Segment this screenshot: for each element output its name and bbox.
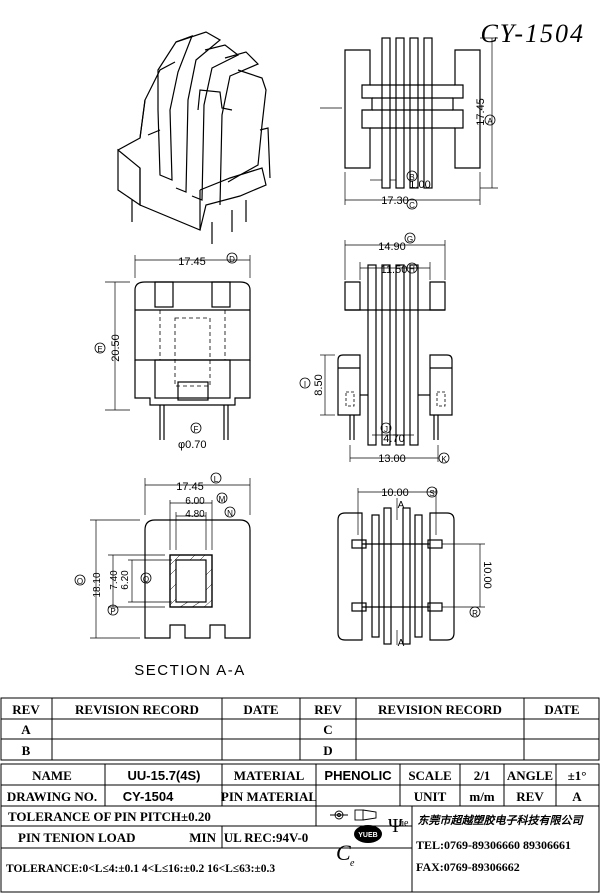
front-view — [134, 281, 251, 440]
angle-label: ANGLE — [507, 768, 553, 783]
geometric-tolerance-symbol — [330, 809, 377, 821]
fax: FAX:0769-89306662 — [416, 860, 520, 874]
tolerance-general: TOLERANCE:0<L≤4:±0.1 4<L≤16:±0.2 16<L≤63… — [6, 863, 275, 875]
label-d-circle: D — [229, 255, 235, 264]
material-label: MATERIAL — [234, 768, 305, 783]
pin-material-label: PIN MATERIAL — [221, 789, 318, 804]
unit-label: UNIT — [414, 789, 447, 804]
dim-20-50: 20.50 — [110, 334, 122, 362]
label-f-circle: F — [194, 425, 199, 434]
dim-8-50: 8.50 — [313, 374, 325, 395]
dims-front-view — [105, 255, 251, 411]
logo-c: C — [336, 840, 351, 865]
label-c-circle: C — [409, 201, 415, 210]
rev-value: A — [572, 789, 582, 804]
company-logo: YUEB Ψ ue C e — [336, 815, 409, 869]
label-j-circle: J — [384, 425, 388, 434]
side-view-top — [344, 37, 481, 189]
dim-6-20: 6.20 — [120, 570, 131, 590]
tolerance-pitch: TOLERANCE OF PIN PITCH±0.20 — [8, 809, 211, 824]
dim-pin-dia: φ0.70 — [178, 439, 207, 451]
logo-psi: Ψ — [388, 815, 403, 837]
section-view — [144, 519, 251, 639]
date-header-2: DATE — [544, 702, 579, 717]
label-a-circle: A — [487, 117, 493, 126]
logo-badge: YUEB — [358, 832, 377, 839]
pin-tension-value: MIN — [189, 830, 216, 845]
tel: TEL:0769-89306660 89306661 — [416, 838, 571, 852]
dim-10-00-top: 10.00 — [381, 487, 409, 499]
dim-17-30: 17.30 — [381, 195, 409, 207]
rev-row-c: C — [323, 722, 332, 737]
dims-top-right — [320, 37, 498, 205]
label-b-circle: B — [409, 173, 414, 182]
label-e-circle: E — [97, 345, 102, 354]
revision-table — [0, 697, 600, 761]
rev-row-a: A — [21, 722, 31, 737]
side-view-middle — [337, 264, 453, 446]
material-value: PHENOLIC — [324, 768, 392, 783]
date-header-1: DATE — [243, 702, 278, 717]
section-marker-bottom: A — [398, 638, 405, 649]
label-h-circle: H — [409, 265, 415, 274]
logo-ue: ue — [399, 818, 409, 829]
name-label: NAME — [32, 768, 72, 783]
dim-13-00: 13.00 — [378, 453, 406, 465]
dim-10-00-side: 10.00 — [481, 561, 493, 589]
spec-table — [0, 763, 600, 893]
dims-section — [90, 478, 251, 639]
dim-14-90: 14.90 — [378, 241, 406, 253]
dim-1-00: 1.00 — [409, 179, 430, 191]
drawing-label: DRAWING NO. — [7, 789, 97, 804]
scale-label: SCALE — [408, 768, 451, 783]
label-n-circle: N — [227, 509, 233, 518]
section-marker-top: A — [398, 500, 405, 511]
dims-side-middle — [320, 240, 446, 462]
rev-row-d: D — [323, 743, 332, 758]
bottom-view — [337, 507, 455, 645]
dim-17-45-front: 17.45 — [178, 256, 206, 268]
label-g-circle: G — [407, 235, 413, 244]
side-view-middle-hidden — [345, 391, 446, 407]
label-m-circle: M — [219, 495, 226, 504]
label-p-circle: P — [110, 607, 115, 616]
dim-18-10: 18.10 — [92, 572, 103, 597]
label-k-circle: K — [441, 455, 447, 464]
section-hatch — [169, 554, 213, 608]
dim-4-80: 4.80 — [185, 509, 205, 520]
dim-11-50: 11.50 — [381, 264, 408, 276]
record-header-2: REVISION RECORD — [378, 702, 502, 717]
scale-value: 2/1 — [474, 768, 491, 783]
section-title: SECTION A-A — [134, 662, 246, 679]
logo-e: e — [350, 858, 355, 869]
ul-rec: UL REC:94V-0 — [224, 830, 309, 845]
record-header-1: REVISION RECORD — [75, 702, 199, 717]
model-title: CY-1504 — [480, 19, 585, 48]
name-value: UU-15.7(4S) — [128, 768, 201, 783]
label-s-circle: S — [429, 489, 434, 498]
front-view-hidden — [159, 310, 226, 387]
rev-header-2: REV — [314, 702, 342, 717]
dim-17-45-vertical: 17.45 — [475, 98, 487, 126]
angle-value: ±1° — [568, 768, 587, 783]
dim-17-45-section: 17.45 — [176, 481, 204, 493]
isometric-view — [117, 31, 271, 244]
company-name: 东莞市超越塑胶电子科技有限公司 — [418, 814, 585, 827]
drawing-value: CY-1504 — [123, 789, 174, 804]
rev-header-1: REV — [12, 702, 40, 717]
label-i-circle: I — [304, 380, 306, 389]
label-q-circle: Q — [143, 575, 149, 584]
dim-4-70: 4.70 — [383, 433, 404, 445]
dim-7-40: 7.40 — [109, 570, 120, 590]
rev-row-b: B — [22, 743, 31, 758]
dims-bottom-view — [357, 488, 485, 645]
dim-6-00: 6.00 — [185, 496, 205, 507]
unit-value: m/m — [469, 789, 494, 804]
label-l-circle: L — [214, 475, 219, 484]
label-r-circle: R — [472, 609, 478, 618]
label-o-circle: O — [77, 577, 83, 586]
rev-label: REV — [516, 789, 544, 804]
pin-tension-label: PIN TENION LOAD — [18, 830, 136, 845]
